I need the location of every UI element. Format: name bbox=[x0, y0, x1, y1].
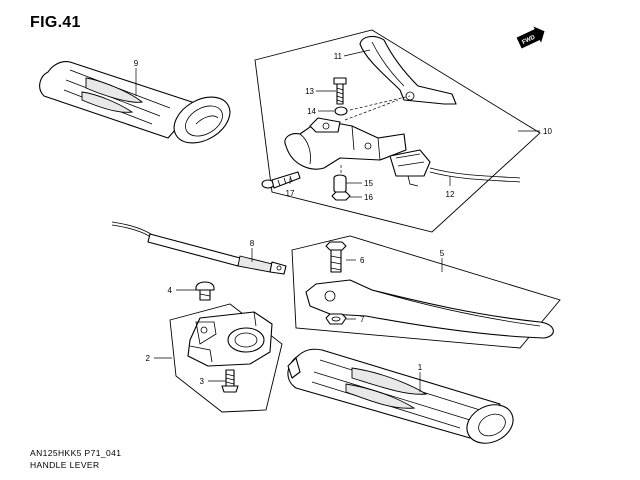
switch-housing bbox=[187, 311, 273, 367]
callout-label-12: 12 bbox=[446, 190, 455, 199]
lever-left-assembly-frame bbox=[254, 29, 541, 233]
forward-badge-label: FWD bbox=[521, 34, 537, 45]
callout-label-7: 7 bbox=[360, 315, 365, 324]
lever-bracket bbox=[284, 117, 407, 170]
brake-switch bbox=[389, 149, 521, 187]
callout-label-2: 2 bbox=[146, 354, 151, 363]
lever-right bbox=[305, 279, 554, 339]
callout-4: 4 bbox=[168, 286, 196, 295]
screw-upper bbox=[195, 281, 215, 301]
forward-direction-badge: FWD bbox=[516, 26, 545, 49]
callout-label-5: 5 bbox=[440, 249, 445, 258]
lever-left bbox=[359, 35, 457, 105]
callout-label-8: 8 bbox=[250, 239, 255, 248]
callout-label-1: 1 bbox=[418, 363, 423, 372]
callout-label-16: 16 bbox=[364, 193, 373, 202]
callout-9: 9 bbox=[134, 59, 139, 96]
callout-10: 10 bbox=[518, 127, 552, 136]
callout-label-17: 17 bbox=[286, 189, 295, 198]
callout-14: 14 bbox=[307, 107, 334, 116]
callout-label-15: 15 bbox=[364, 179, 373, 188]
callout-6: 6 bbox=[346, 256, 365, 265]
callout-label-3: 3 bbox=[200, 377, 205, 386]
callout-7: 7 bbox=[346, 315, 365, 324]
callout-15: 15 bbox=[346, 179, 373, 188]
callout-11: 11 bbox=[334, 49, 371, 61]
callout-label-6: 6 bbox=[360, 256, 365, 265]
switch-housing-frame bbox=[169, 303, 283, 413]
callout-12: 12 bbox=[446, 176, 455, 199]
figure-title: FIG.41 bbox=[30, 14, 81, 31]
callout-label-4: 4 bbox=[168, 286, 173, 295]
callout-16: 16 bbox=[350, 193, 373, 202]
pivot-bolt bbox=[325, 241, 347, 273]
nut-left bbox=[331, 191, 351, 201]
callout-label-9: 9 bbox=[134, 59, 139, 68]
callout-8: 8 bbox=[250, 239, 255, 262]
figure-code: AN125HKK5 P71_041 bbox=[30, 448, 122, 458]
callout-label-11: 11 bbox=[334, 52, 343, 61]
screw-left bbox=[261, 171, 301, 189]
callout-13: 13 bbox=[305, 87, 336, 96]
spacer bbox=[333, 174, 347, 194]
callout-label-13: 13 bbox=[305, 87, 314, 96]
throttle-cable bbox=[111, 221, 287, 275]
callout-3: 3 bbox=[200, 377, 226, 386]
callout-5: 5 bbox=[440, 249, 445, 272]
grip-right bbox=[287, 348, 514, 444]
callout-label-14: 14 bbox=[307, 107, 316, 116]
lever-nut bbox=[325, 313, 347, 325]
callout-2: 2 bbox=[146, 354, 172, 363]
grip-left bbox=[39, 61, 231, 144]
screw-lower bbox=[221, 369, 239, 393]
washer bbox=[334, 106, 348, 116]
bolt-left bbox=[333, 77, 347, 105]
callout-1: 1 bbox=[418, 363, 423, 392]
figure-name: HANDLE LEVER bbox=[30, 460, 100, 470]
callout-17: 17 bbox=[286, 178, 295, 198]
callout-label-10: 10 bbox=[543, 127, 552, 136]
